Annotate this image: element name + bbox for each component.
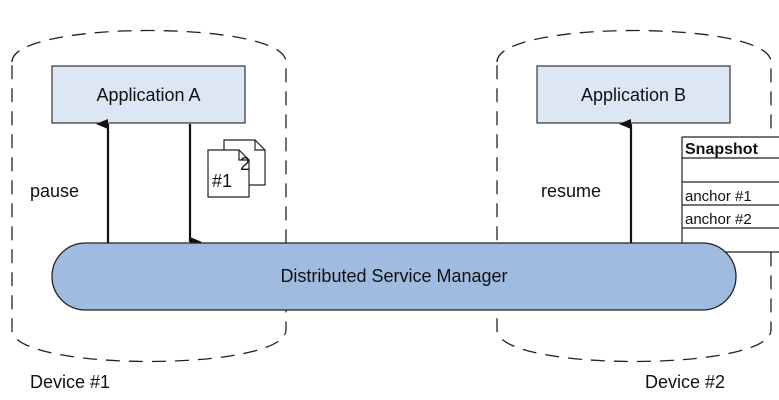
device1-boundary	[11, 29, 287, 363]
application-b-label: Application B	[581, 85, 686, 105]
resume-label: resume	[541, 181, 601, 201]
application-a-box: Application A	[51, 65, 246, 124]
device2-label: Device #2	[645, 372, 725, 392]
pause-label: pause	[30, 181, 79, 201]
distributed-service-manager: Distributed Service Manager	[51, 242, 737, 311]
snapshot-row-anchor-2: anchor #2	[685, 211, 752, 228]
document-back-label: 2	[240, 154, 250, 174]
snapshot-title: Snapshot	[685, 141, 759, 158]
application-a-label: Application A	[96, 85, 200, 105]
document-front-label: #1	[212, 171, 232, 191]
documents-icon: 2 #1	[207, 139, 266, 198]
snapshot-row-anchor-1: anchor #1	[685, 188, 752, 205]
device1-label: Device #1	[30, 372, 110, 392]
application-b-box: Application B	[536, 65, 731, 124]
snapshot-table: Snapshot anchor #1 anchor #2	[681, 136, 779, 253]
device2-boundary	[496, 29, 772, 363]
manager-label: Distributed Service Manager	[280, 266, 507, 286]
